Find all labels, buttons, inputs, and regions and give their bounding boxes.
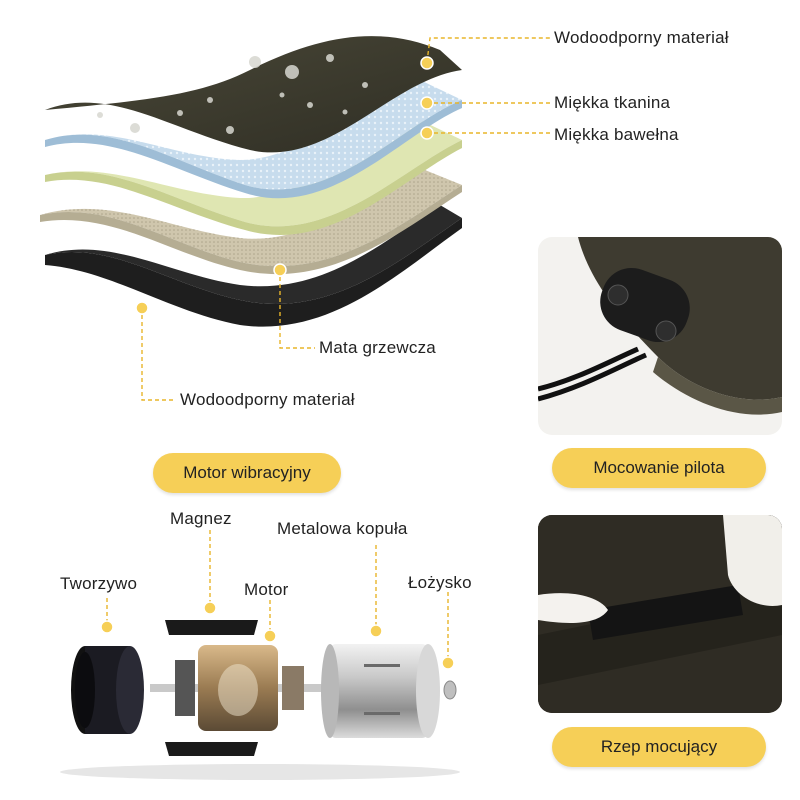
marker-soft-fabric	[420, 96, 434, 110]
soft-cotton-layer	[45, 120, 462, 227]
marker-soft-cotton	[420, 126, 434, 140]
top-waterproof-layer	[45, 36, 462, 153]
bottom-waterproof-layer	[45, 218, 462, 327]
marker-bottom-waterproof	[135, 301, 149, 315]
remote-mount-label: Mocowanie pilota	[552, 448, 766, 488]
velcro-photo	[538, 515, 782, 713]
remote-mount-photo	[538, 237, 782, 435]
label-soft-cotton: Miękka bawełna	[554, 125, 679, 144]
remote-mount-image	[538, 237, 782, 415]
soft-fabric-layer	[45, 80, 462, 190]
marker-top-waterproof	[420, 56, 434, 70]
marker-heating-mat	[273, 263, 287, 277]
velcro-label: Rzep mocujący	[552, 727, 766, 767]
label-bottom-waterproof: Wodoodporny materiał	[180, 390, 355, 409]
label-motor: Motor	[244, 580, 289, 599]
label-magnet: Magnez	[170, 509, 232, 528]
label-soft-fabric: Miękka tkanina	[554, 93, 671, 112]
label-heating-mat: Mata grzewcza	[319, 338, 436, 357]
label-plastic: Tworzywo	[60, 574, 138, 593]
snap-button-icon	[607, 284, 629, 306]
label-top-waterproof: Wodoodporny materiał	[554, 28, 729, 47]
motor-section-title: Motor wibracyjny	[153, 453, 341, 493]
velcro-image	[538, 515, 782, 713]
label-metal-dome: Metalowa kopuła	[277, 519, 408, 538]
label-bearing: Łożysko	[408, 573, 472, 592]
snap-button-icon	[655, 320, 677, 342]
